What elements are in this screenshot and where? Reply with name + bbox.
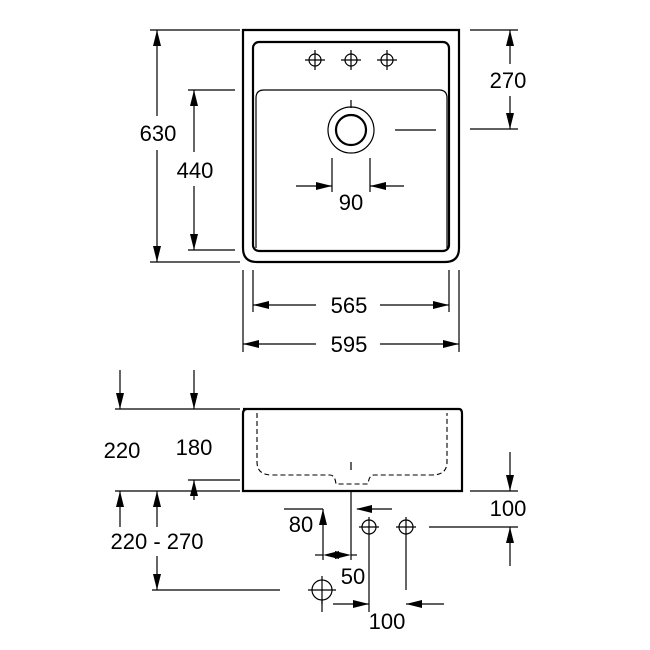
drain-outlet (327, 100, 436, 192)
dim-label-80: 80 (289, 512, 313, 537)
dim-label-50: 50 (341, 564, 365, 589)
dim-label-220-270: 220 - 270 (111, 529, 204, 554)
sink-inner-rim (251, 40, 451, 253)
dimension-595: 595 (242, 270, 460, 357)
dimension-565: 565 (252, 270, 450, 318)
tap-hole-right (377, 50, 397, 70)
tap-hole-left (305, 50, 325, 70)
dimension-100-vertical: 100 (429, 452, 526, 566)
dimension-220-180: 220 180 (104, 370, 240, 463)
dim-label-630: 630 (140, 121, 177, 146)
dimension-630: 630 (140, 29, 240, 263)
dim-label-440: 440 (177, 158, 214, 183)
basin-outline (255, 89, 448, 248)
tap-holes (305, 50, 397, 70)
dim-label-90: 90 (339, 190, 363, 215)
dimension-270: 270 (470, 29, 527, 130)
top-view: 630 440 270 90 (140, 28, 527, 357)
tap-hole-center (341, 50, 361, 70)
dim-label-100-horizontal: 100 (369, 609, 406, 634)
dimension-100-horizontal: 100 (333, 600, 444, 634)
side-view: 220 180 220 - 270 80 (104, 370, 526, 634)
sink-side-outline (241, 407, 464, 493)
sink-outer-outline (241, 28, 461, 264)
overflow-holes (359, 517, 416, 612)
dim-label-270: 270 (490, 68, 527, 93)
dim-label-220: 220 (104, 438, 141, 463)
trap-outlet (308, 576, 336, 612)
dim-label-595: 595 (331, 332, 368, 357)
basin-hidden-line (256, 413, 448, 485)
dim-label-100-vertical: 100 (490, 496, 527, 521)
dimension-90: 90 (296, 182, 404, 215)
dimension-440: 440 (177, 89, 235, 251)
dim-label-565: 565 (331, 293, 368, 318)
dimension-50: 50 (315, 551, 365, 589)
dimension-80: 80 (284, 505, 392, 560)
dim-label-180: 180 (176, 435, 213, 460)
